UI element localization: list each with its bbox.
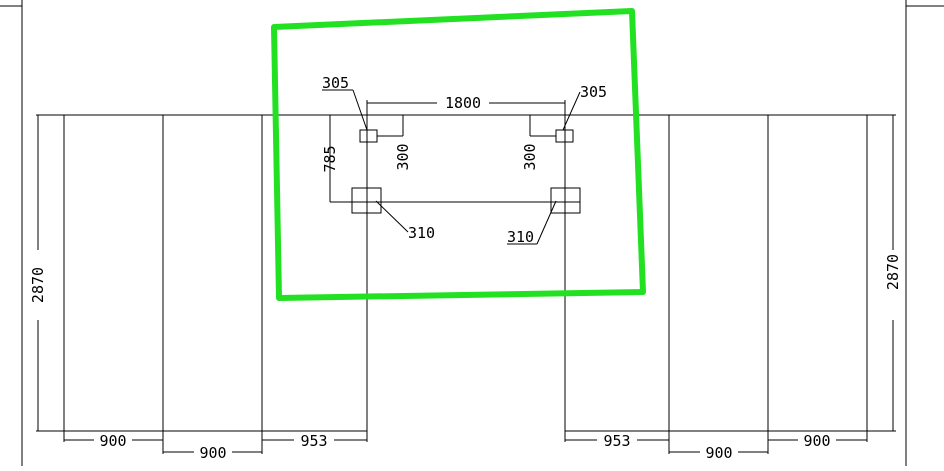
dim-left-total-height: 2870 xyxy=(29,114,64,432)
right-panel-3 xyxy=(767,114,868,432)
tag-right-310: 310 xyxy=(507,200,557,246)
dim-right-offset-label: 300 xyxy=(521,143,539,170)
tag-left-310-label: 310 xyxy=(408,224,435,242)
tag-right-310-label: 310 xyxy=(507,228,534,246)
tag-left-305-label: 305 xyxy=(322,74,349,92)
dim-bottom-right-1: 953 xyxy=(565,432,669,450)
left-panel-group xyxy=(63,114,368,432)
dim-bottom-left-3-label: 953 xyxy=(300,432,327,450)
left-lower-box xyxy=(351,187,382,214)
tag-right-305: 305 xyxy=(562,83,607,131)
tag-left-305: 305 xyxy=(322,74,368,131)
right-lower-box xyxy=(550,187,581,214)
dim-left-height: 785 xyxy=(321,115,339,202)
dim-bottom-right-1-label: 953 xyxy=(603,432,630,450)
dim-bottom-right-3: 900 xyxy=(768,432,867,450)
dim-bottom-left-3: 953 xyxy=(262,432,367,450)
dim-bottom-left-1-label: 900 xyxy=(99,432,126,450)
tag-left-310: 310 xyxy=(375,200,435,242)
dim-bottom-right-3-label: 900 xyxy=(803,432,830,450)
right-panel-2 xyxy=(668,114,769,432)
dim-top-width: 1800 xyxy=(367,94,565,112)
left-panel-2 xyxy=(162,114,263,432)
dim-bottom-left-2-label: 900 xyxy=(199,444,226,462)
left-panel-3 xyxy=(261,114,368,432)
right-panel-group xyxy=(564,114,868,432)
right-panel-1 xyxy=(564,114,670,432)
dim-right-total-height-label: 2870 xyxy=(884,254,902,290)
highlight-annotation xyxy=(271,8,646,301)
dim-left-height-label: 785 xyxy=(321,145,339,172)
tag-right-305-label: 305 xyxy=(580,83,607,101)
dim-bottom-right-2: 900 xyxy=(669,444,768,462)
dim-right-total-height: 2870 xyxy=(867,114,902,432)
dim-left-offset-label: 300 xyxy=(394,143,412,170)
dim-top-width-label: 1800 xyxy=(445,94,481,112)
left-panel-1 xyxy=(63,114,164,432)
dim-bottom-left-2: 900 xyxy=(163,444,262,462)
left-small-box xyxy=(359,129,378,143)
bottom-extension-lines xyxy=(63,431,868,454)
dim-bottom-right-2-label: 900 xyxy=(705,444,732,462)
dim-bottom-left-1: 900 xyxy=(64,432,163,450)
dim-left-total-height-label: 2870 xyxy=(29,267,47,303)
